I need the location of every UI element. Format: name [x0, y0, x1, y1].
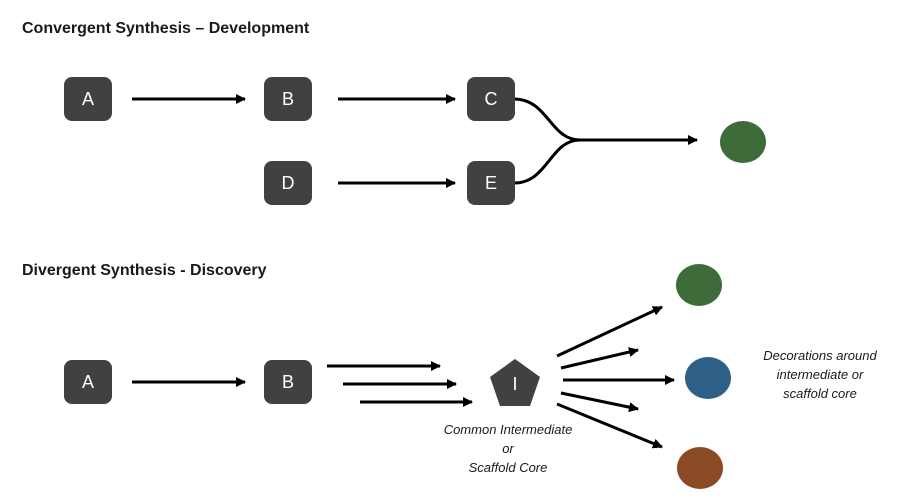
merge-curve-e: [513, 138, 581, 185]
core-caption-line-2: or: [502, 441, 514, 456]
divergent-title: Divergent Synthesis - Discovery: [22, 262, 267, 279]
arrow-i-brown: [556, 402, 663, 449]
decorations-caption: Decorations around intermediate or scaff…: [740, 346, 900, 403]
div-node-b: B: [264, 360, 312, 404]
core-caption: Common Intermediate or Scaffold Core: [420, 420, 596, 477]
div-node-a: A: [64, 360, 112, 404]
decorations-caption-line-1: Decorations around: [763, 348, 877, 363]
convergent-product-circle: [720, 121, 766, 163]
conv-node-c: C: [467, 77, 515, 121]
decorations-caption-line-2: intermediate or: [776, 367, 864, 382]
arrow-i-upper: [560, 347, 639, 370]
product-blue-circle: [685, 357, 731, 399]
conv-node-b: B: [264, 77, 312, 121]
core-caption-line-1: Common Intermediate: [443, 422, 573, 437]
intermediate-label: I: [512, 374, 518, 394]
product-green-circle: [676, 264, 722, 306]
arrow-i-green: [556, 305, 663, 358]
product-brown-circle: [677, 447, 723, 489]
arrow-i-lower: [560, 391, 639, 413]
conv-node-e: E: [467, 161, 515, 205]
decorations-caption-line-3: scaffold core: [783, 386, 857, 401]
convergent-title: Convergent Synthesis – Development: [22, 20, 310, 37]
merge-curve-c: [513, 97, 581, 142]
conv-node-a: A: [64, 77, 112, 121]
conv-node-d: D: [264, 161, 312, 205]
core-caption-line-3: Scaffold Core: [468, 460, 548, 475]
intermediate-pentagon: [490, 359, 540, 406]
